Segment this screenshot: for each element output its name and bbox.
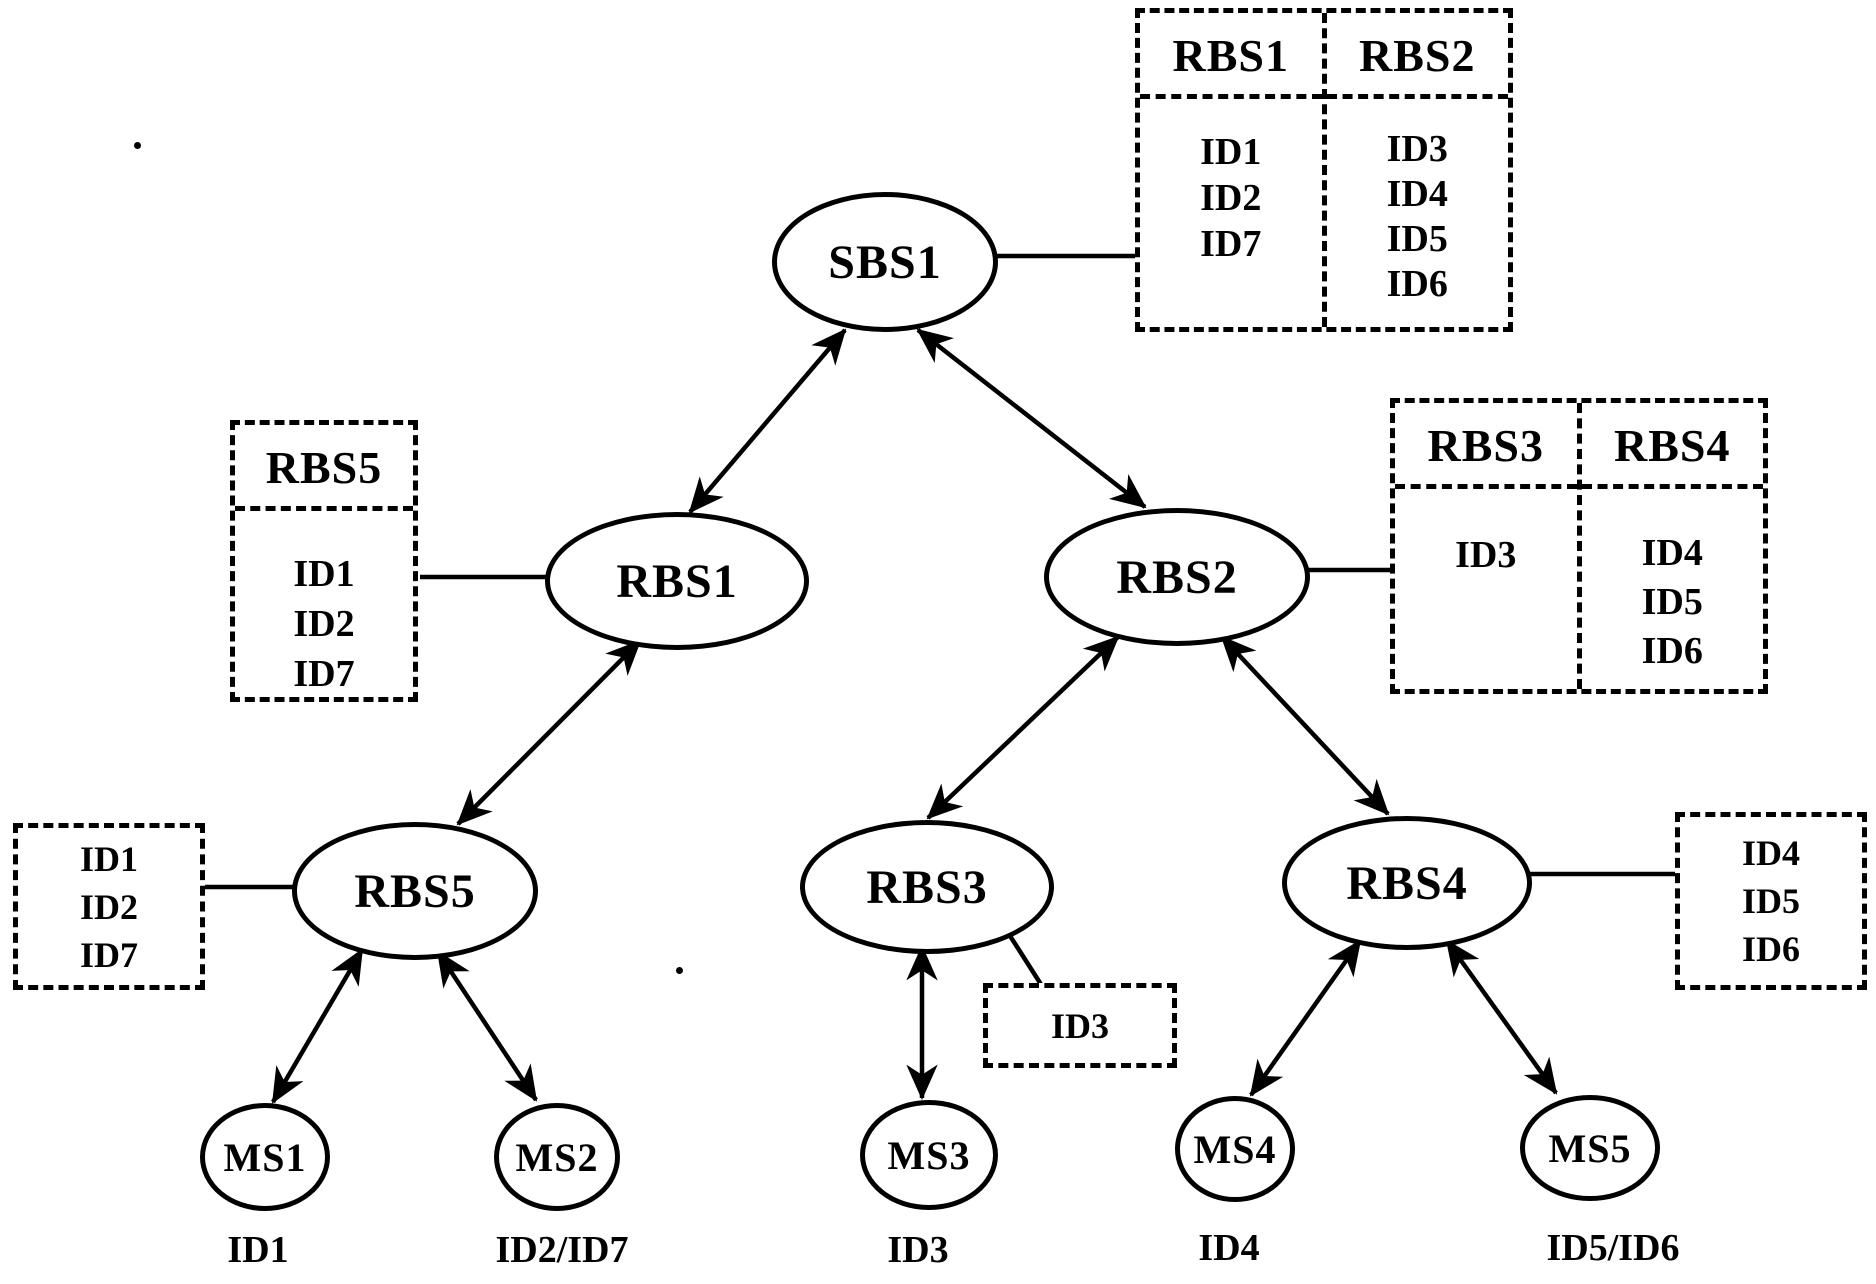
- id-entry: ID1: [293, 553, 355, 595]
- node-ms1: MS1: [200, 1103, 330, 1211]
- node-ms3-label: MS3: [887, 1132, 971, 1178]
- table-ids-rbs2: ID3 ID4 ID5 ID6: [1327, 99, 1509, 307]
- table-ids-rbs3: ID3: [1395, 489, 1577, 579]
- table-column-rbs1: RBS1 ID1 ID2 ID7: [1140, 13, 1322, 327]
- speck-dot: [134, 142, 141, 149]
- sbs1-mapping-table: RBS1 ID1 ID2 ID7 RBS2 ID3 ID4 ID5 ID6: [1135, 8, 1513, 332]
- table-column-rbs3: RBS3 ID3: [1395, 403, 1577, 689]
- id-entry: ID5: [1741, 881, 1800, 921]
- table-ids-rbs4: ID4 ID5 ID6: [1582, 489, 1764, 676]
- edge-rbs2-rbs3: [926, 635, 1120, 820]
- edge-rbs2-rbs4: [1220, 635, 1390, 816]
- table-header-rbs3: RBS3: [1395, 403, 1577, 489]
- node-rbs3-label: RBS3: [866, 860, 988, 914]
- rbs1-mapping-table: RBS5 ID1 ID2 ID7: [230, 420, 418, 702]
- table-header-rbs4: RBS4: [1581, 403, 1763, 489]
- table-column-rbs4: RBS4 ID4 ID5 ID6: [1576, 403, 1764, 689]
- ms3-id-label: ID3: [887, 1229, 949, 1271]
- id-entry: ID1: [79, 838, 138, 879]
- node-sbs1: SBS1: [772, 192, 998, 332]
- node-rbs3: RBS3: [800, 820, 1054, 954]
- id-entry: ID6: [1386, 263, 1448, 305]
- node-rbs5: RBS5: [292, 822, 538, 960]
- id-entry: ID4: [1741, 833, 1800, 873]
- table-column-rbs2: RBS2 ID3 ID4 ID5 ID6: [1321, 13, 1509, 327]
- node-rbs1: RBS1: [545, 512, 809, 650]
- table-ids-rbs1: ID1 ID2 ID7: [1140, 99, 1322, 267]
- edge-rbs4-ms5: [1445, 939, 1558, 1095]
- rbs5-id-box: ID1 ID2 ID7: [13, 823, 205, 990]
- node-ms2: MS2: [494, 1103, 620, 1211]
- node-ms1-label: MS1: [223, 1134, 307, 1180]
- id-entry: ID3: [1050, 1005, 1109, 1046]
- edge-rbs4-ms4: [1249, 939, 1362, 1097]
- edge-sbs1-rbs1: [688, 328, 847, 514]
- node-ms2-label: MS2: [515, 1134, 599, 1180]
- edge-rbs1-rbs5: [456, 639, 642, 826]
- speck-dot: [676, 967, 683, 974]
- id-entry: ID4: [1641, 532, 1703, 574]
- node-rbs4: RBS4: [1282, 816, 1532, 950]
- node-ms4: MS4: [1175, 1096, 1295, 1202]
- ms5-id-label: ID5/ID6: [1546, 1227, 1680, 1269]
- node-ms5: MS5: [1520, 1095, 1660, 1201]
- id-entry: ID2: [293, 603, 355, 645]
- id-entry: ID7: [293, 653, 355, 695]
- table-header-rbs5: RBS5: [235, 425, 413, 511]
- id-entry: ID7: [79, 934, 138, 975]
- connector-rbs3-box: [1003, 926, 1044, 988]
- ms1-id-label: ID1: [227, 1229, 289, 1271]
- table-header-rbs1: RBS1: [1140, 13, 1322, 99]
- table-column-rbs5: RBS5 ID1 ID2 ID7: [235, 425, 413, 697]
- ms2-id-label: ID2/ID7: [495, 1229, 629, 1271]
- id-entry: ID2: [1200, 177, 1262, 219]
- edge-rbs5-ms1: [271, 948, 364, 1104]
- node-rbs2-label: RBS2: [1116, 550, 1238, 604]
- edge-rbs5-ms2: [436, 950, 538, 1102]
- node-rbs1-label: RBS1: [616, 554, 738, 608]
- id-entry: ID7: [1200, 223, 1262, 265]
- id-entry: ID6: [1641, 630, 1703, 672]
- node-sbs1-label: SBS1: [828, 235, 942, 289]
- node-rbs2: RBS2: [1044, 508, 1310, 646]
- table-header-rbs2: RBS2: [1326, 13, 1508, 99]
- node-ms4-label: MS4: [1193, 1126, 1277, 1172]
- id-entry: ID2: [79, 886, 138, 927]
- ms4-id-label: ID4: [1198, 1227, 1260, 1269]
- node-ms5-label: MS5: [1548, 1125, 1632, 1171]
- id-entry: ID4: [1386, 173, 1448, 215]
- node-ms3: MS3: [860, 1100, 998, 1210]
- edge-sbs1-rbs2: [916, 328, 1147, 509]
- node-rbs5-label: RBS5: [354, 864, 476, 918]
- id-entry: ID5: [1641, 581, 1703, 623]
- node-rbs4-label: RBS4: [1346, 856, 1468, 910]
- id-entry: ID1: [1200, 131, 1262, 173]
- table-ids-rbs5: ID1 ID2 ID7: [235, 511, 413, 699]
- id-entry: ID6: [1741, 929, 1800, 969]
- rbs2-mapping-table: RBS3 ID3 RBS4 ID4 ID5 ID6: [1390, 398, 1768, 694]
- id-entry: ID5: [1386, 218, 1448, 260]
- rbs4-id-box: ID4 ID5 ID6: [1675, 812, 1867, 990]
- id-entry: ID3: [1455, 534, 1517, 576]
- rbs3-id-box: ID3: [983, 983, 1177, 1068]
- id-entry: ID3: [1386, 128, 1448, 170]
